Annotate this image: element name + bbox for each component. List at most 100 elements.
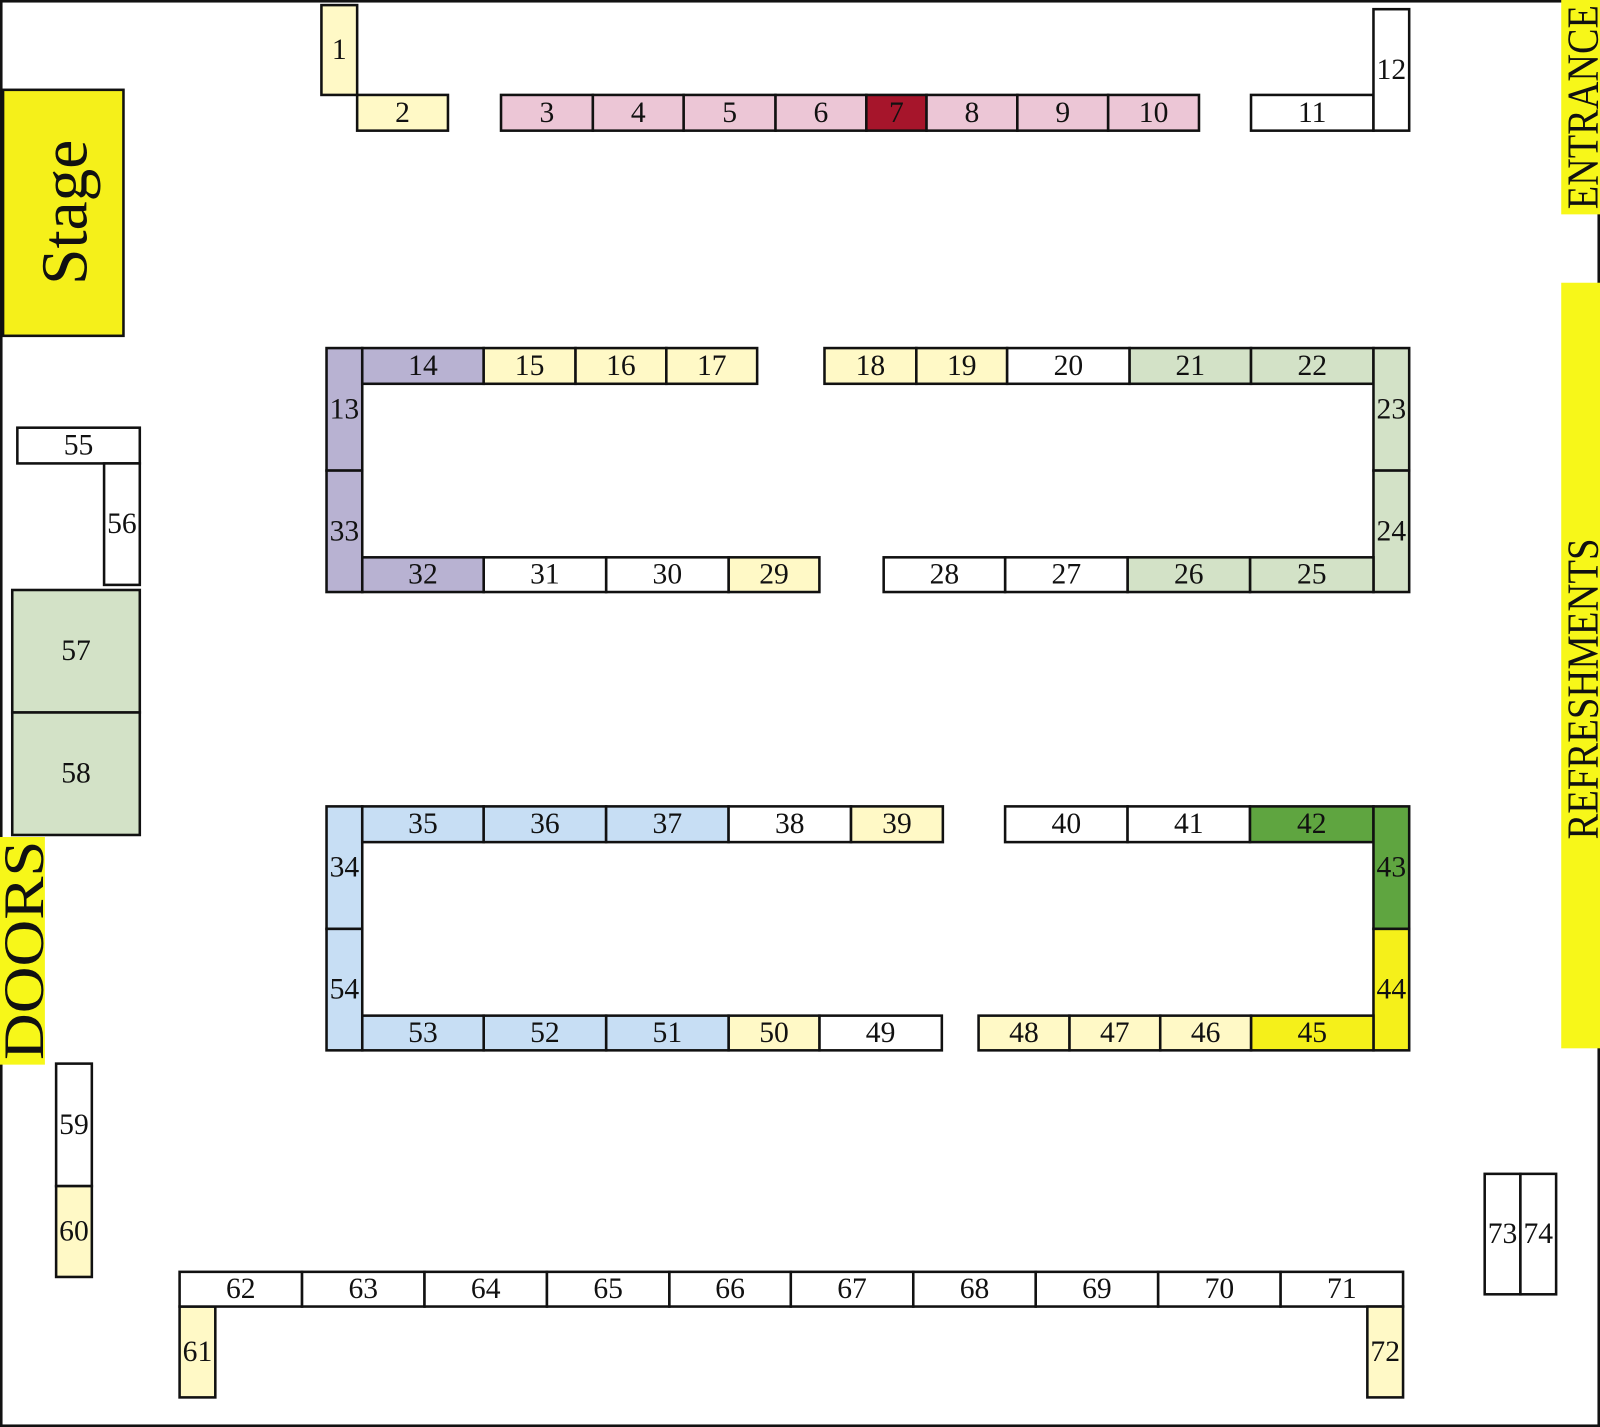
booth-65[interactable]: 65 [545,1270,671,1308]
booth-rect [10,711,142,837]
booth-70[interactable]: 70 [1156,1270,1282,1308]
booth-number: 41 [1174,808,1204,840]
booth-26[interactable]: 26 [1126,556,1252,594]
booth-63[interactable]: 63 [300,1270,426,1308]
booth-73[interactable]: 73 [1483,1172,1522,1296]
booth-28[interactable]: 28 [882,556,1007,594]
booth-12[interactable]: 12 [1372,7,1411,132]
booth-52[interactable]: 52 [482,1014,608,1052]
booth-5[interactable]: 5 [682,93,777,132]
booth-43[interactable]: 43 [1372,805,1411,931]
booth-34[interactable]: 34 [325,805,364,931]
booth-17[interactable]: 17 [665,346,759,386]
booth-number: 5 [722,97,737,129]
booth-23[interactable]: 23 [1372,346,1411,472]
booth-number: 67 [837,1273,867,1305]
booth-68[interactable]: 68 [911,1270,1037,1308]
booth-64[interactable]: 64 [423,1270,549,1308]
booth-18[interactable]: 18 [823,346,918,386]
booth-7[interactable]: 7 [865,93,928,132]
booth-31[interactable]: 31 [482,556,608,594]
booth-71[interactable]: 71 [1279,1270,1405,1308]
booth-30[interactable]: 30 [604,556,730,594]
booth-16[interactable]: 16 [574,346,668,386]
booth-number: 28 [930,559,960,591]
booth-57[interactable]: 57 [10,588,142,714]
booth-number: 52 [530,1017,560,1049]
booth-number: 33 [330,515,360,547]
booth-33[interactable]: 33 [325,469,364,594]
booth-number: 71 [1327,1273,1357,1305]
booth-67[interactable]: 67 [789,1270,915,1308]
booth-58[interactable]: 58 [10,711,142,837]
booth-54[interactable]: 54 [325,927,364,1052]
booth-35[interactable]: 35 [360,805,485,844]
booth-number: 2 [395,97,410,129]
booth-2[interactable]: 2 [355,93,450,132]
booth-41[interactable]: 41 [1126,805,1252,844]
booth-40[interactable]: 40 [1003,805,1129,844]
booth-61[interactable]: 61 [178,1305,217,1399]
booth-13[interactable]: 13 [325,346,364,472]
booth-9[interactable]: 9 [1016,93,1110,132]
booth-47[interactable]: 47 [1068,1014,1162,1052]
booth-55[interactable]: 55 [16,426,142,465]
booth-rect [325,805,364,931]
booth-3[interactable]: 3 [499,93,595,132]
booth-rect [482,805,608,844]
booth-39[interactable]: 39 [849,805,945,844]
booth-46[interactable]: 46 [1158,1014,1253,1052]
booth-rect [423,1270,549,1308]
booth-number: 9 [1055,97,1070,129]
booth-rect [849,805,945,844]
booth-74[interactable]: 74 [1519,1172,1558,1296]
booth-rect [1126,556,1252,594]
booth-53[interactable]: 53 [360,1014,485,1052]
booth-32[interactable]: 32 [360,556,485,594]
booth-rect [360,556,485,594]
booth-10[interactable]: 10 [1106,93,1201,132]
booth-62[interactable]: 62 [178,1270,304,1308]
booth-22[interactable]: 22 [1249,346,1375,386]
booth-number: 58 [61,758,91,790]
booth-8[interactable]: 8 [925,93,1019,132]
refreshments-label: REFRESHMENTS [1558,538,1600,839]
booth-15[interactable]: 15 [482,346,577,386]
booth-56[interactable]: 56 [102,462,142,587]
booth-27[interactable]: 27 [1003,556,1129,594]
booth-50[interactable]: 50 [727,1014,821,1052]
booth-number: 19 [947,350,977,382]
booth-number: 65 [593,1273,623,1305]
booth-42[interactable]: 42 [1248,805,1375,844]
booth-6[interactable]: 6 [774,93,868,132]
booth-24[interactable]: 24 [1372,469,1411,594]
booth-37[interactable]: 37 [604,805,730,844]
booth-60[interactable]: 60 [54,1184,94,1279]
booth-1[interactable]: 1 [320,3,359,97]
booth-20[interactable]: 20 [1005,346,1131,386]
booth-38[interactable]: 38 [727,805,853,844]
booth-4[interactable]: 4 [591,93,685,132]
booth-rect [727,556,821,594]
booth-48[interactable]: 48 [977,1014,1071,1052]
booth-49[interactable]: 49 [818,1014,944,1052]
booth-59[interactable]: 59 [54,1062,94,1188]
booth-rect [865,93,928,132]
booth-14[interactable]: 14 [360,346,485,386]
booth-rect [355,93,450,132]
booth-69[interactable]: 69 [1034,1270,1160,1308]
booth-21[interactable]: 21 [1128,346,1253,386]
booth-72[interactable]: 72 [1366,1305,1405,1399]
booth-66[interactable]: 66 [668,1270,793,1308]
booth-number: 21 [1176,350,1206,382]
booth-19[interactable]: 19 [915,346,1009,386]
booth-51[interactable]: 51 [604,1014,730,1052]
booth-45[interactable]: 45 [1249,1014,1375,1052]
booth-44[interactable]: 44 [1372,927,1411,1052]
booth-11[interactable]: 11 [1249,93,1375,132]
booth-36[interactable]: 36 [482,805,608,844]
booth-25[interactable]: 25 [1248,556,1375,594]
booth-rect [360,1014,485,1052]
booth-29[interactable]: 29 [727,556,821,594]
booth-rect [1156,1270,1282,1308]
